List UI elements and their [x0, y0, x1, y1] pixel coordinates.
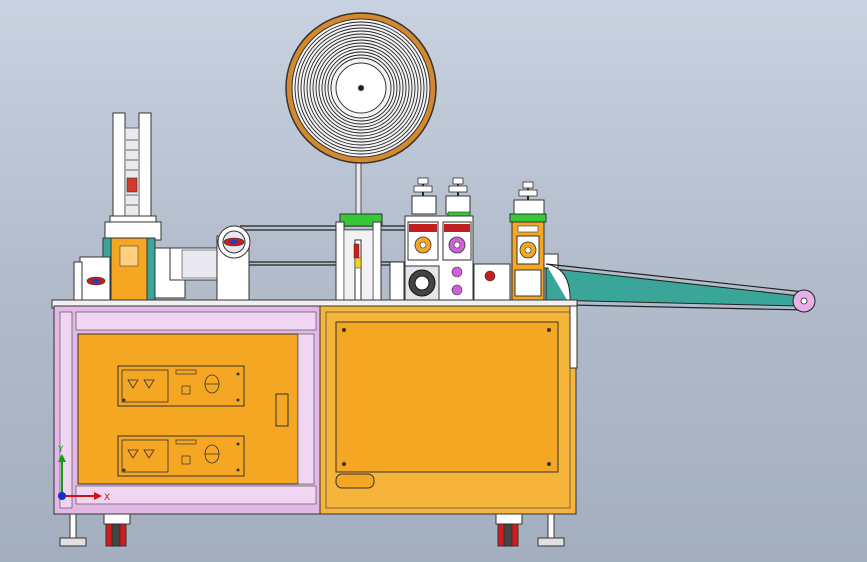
leveling-feet	[59, 513, 565, 547]
view-triad: X Y	[57, 445, 110, 503]
control-panel-upper	[117, 365, 245, 407]
control-panel-lower	[117, 435, 245, 477]
axis-label-x: X	[104, 493, 110, 503]
cutter-head-left	[404, 177, 511, 301]
cutter-post	[335, 213, 405, 303]
axis-label-y: Y	[57, 445, 64, 455]
roller-unit	[154, 225, 251, 303]
cutter-head-right	[509, 181, 559, 301]
caster-right	[495, 513, 523, 547]
wire-reel	[285, 12, 437, 218]
feed-rails	[240, 225, 410, 266]
cabinet-door	[335, 321, 559, 489]
cabinet-left	[53, 305, 323, 515]
caster-left	[103, 513, 131, 547]
output-conveyor	[545, 263, 816, 313]
feeder-tower	[73, 112, 162, 303]
